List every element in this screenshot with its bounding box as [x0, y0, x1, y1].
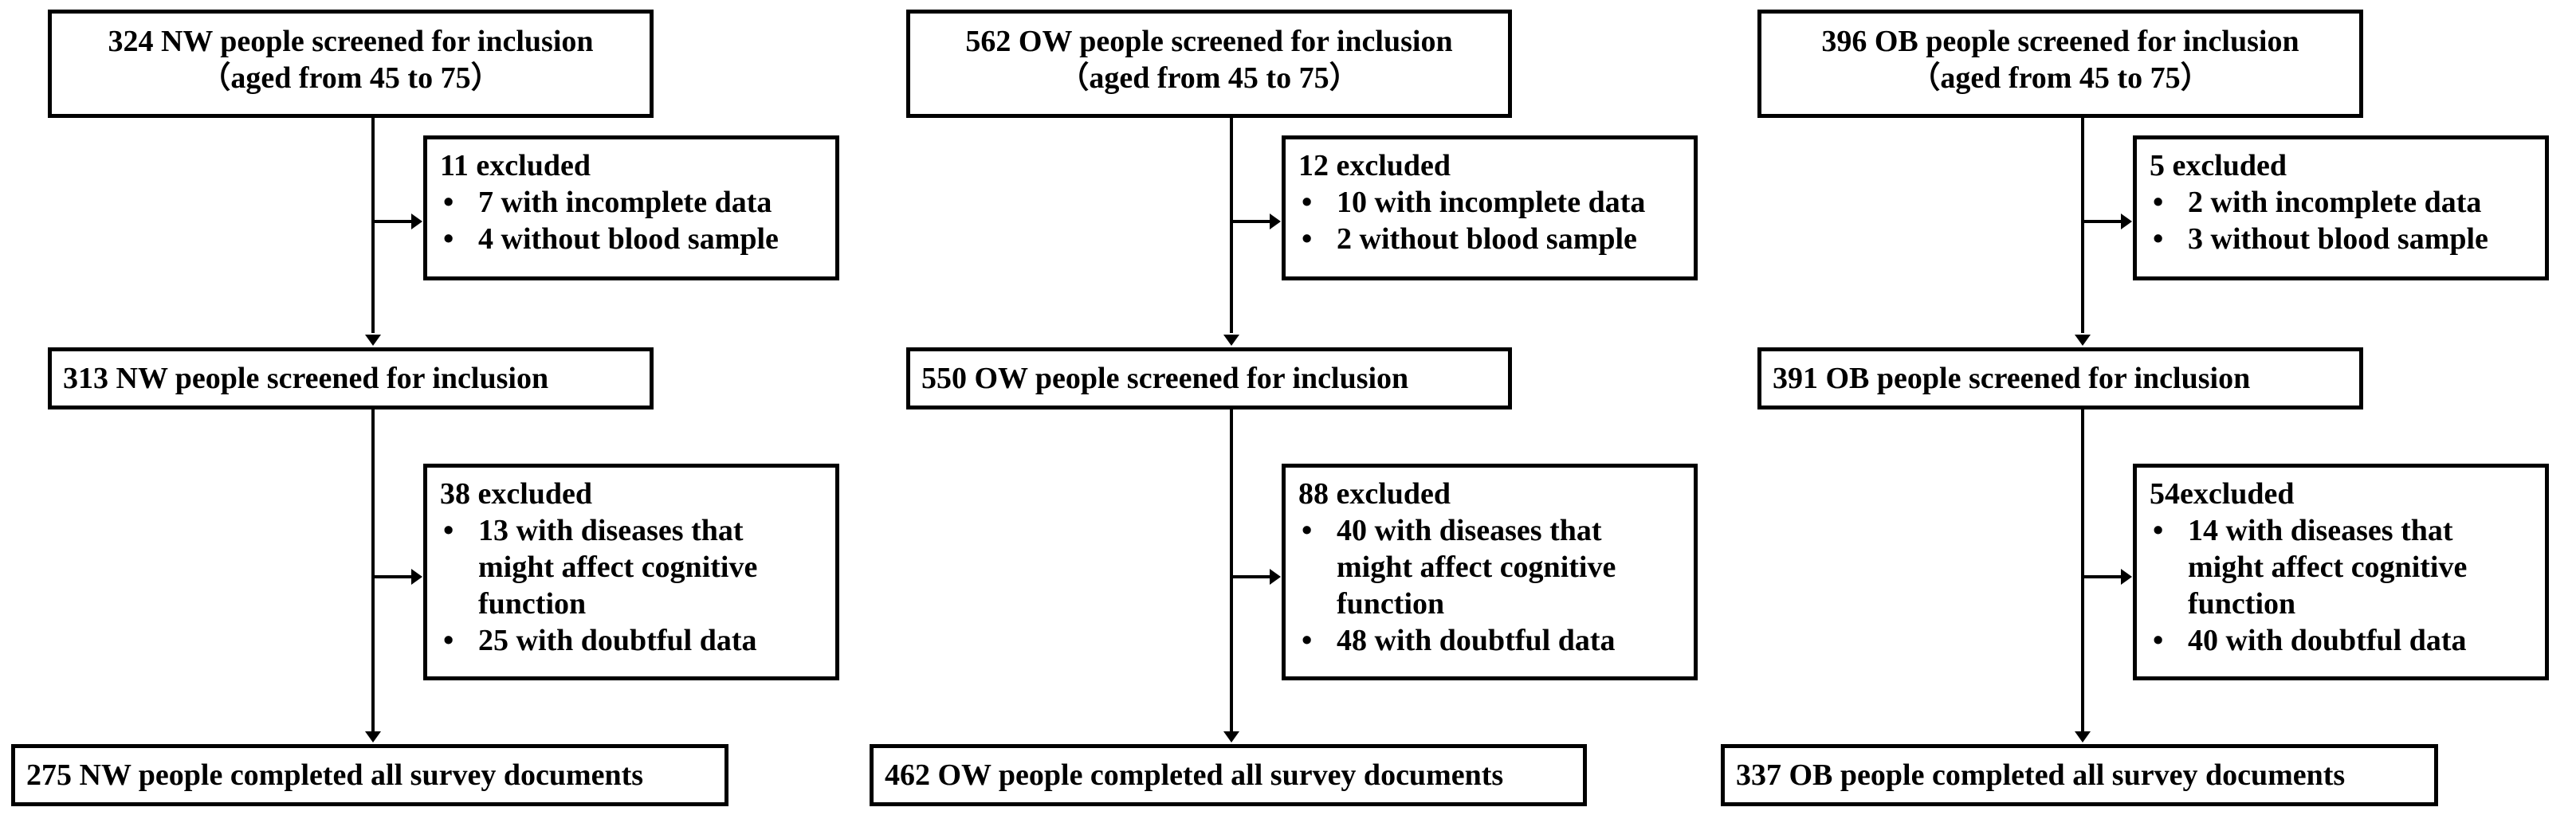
excluded-item-text: 48 with doubtful data — [1337, 624, 1616, 657]
bullet-icon: • — [2153, 186, 2164, 219]
excluded-item: • 4 without blood sample — [440, 221, 826, 257]
excluded-item: • 3 without blood sample — [2150, 221, 2535, 257]
arrow-right-icon — [2121, 214, 2132, 229]
screened-box: 391 OB people screened for inclusion — [1757, 347, 2363, 409]
excluded-item-text: 2 with incomplete data — [2188, 186, 2482, 219]
excluded-item: • 40 with diseases that might affect cog… — [1298, 512, 1684, 622]
excluded-item-text: 40 with diseases that might affect cogni… — [1337, 514, 1616, 621]
arrow-right-icon — [411, 569, 422, 585]
excluded-box-1: 11 excluded • 7 with incomplete data • 4… — [423, 135, 839, 280]
excluded-item-text: 14 with diseases that might affect cogni… — [2188, 514, 2468, 621]
bullet-icon: • — [2153, 624, 2164, 657]
branch-connector — [371, 220, 413, 223]
arrow-down-icon — [1223, 335, 1239, 346]
flowchart-column: 396 OB people screened for inclusion （ag… — [1710, 0, 2568, 815]
flow-connector — [2081, 409, 2084, 731]
completed-text: 275 NW people completed all survey docum… — [26, 758, 644, 792]
start-age-text: （aged from 45 to 75） — [1910, 61, 2211, 95]
completed-box: 275 NW people completed all survey docum… — [11, 744, 728, 806]
flow-connector — [1230, 118, 1233, 333]
excluded-title: 54excluded — [2150, 477, 2295, 511]
completed-box: 462 OW people completed all survey docum… — [870, 744, 1587, 806]
excluded-title: 88 excluded — [1298, 477, 1451, 511]
screened-text: 391 OB people screened for inclusion — [1773, 362, 2251, 395]
screened-text: 550 OW people screened for inclusion — [921, 362, 1409, 395]
arrow-down-icon — [365, 335, 381, 346]
excluded-title: 38 excluded — [440, 477, 593, 511]
arrow-right-icon — [2121, 569, 2132, 585]
completed-box: 337 OB people completed all survey docum… — [1721, 744, 2438, 806]
excluded-title: 12 excluded — [1298, 149, 1451, 182]
excluded-item: • 10 with incomplete data — [1298, 184, 1684, 221]
excluded-item-text: 13 with diseases that might affect cogni… — [478, 514, 758, 621]
bullet-icon: • — [443, 514, 454, 547]
flow-connector — [371, 409, 375, 731]
excluded-title: 11 excluded — [440, 149, 591, 182]
excluded-item: • 13 with diseases that might affect cog… — [440, 512, 826, 622]
flowchart-column: 562 OW people screened for inclusion （ag… — [858, 0, 1717, 815]
start-count-text: 396 OB people screened for inclusion — [1821, 25, 2299, 58]
branch-connector — [2081, 575, 2122, 578]
excluded-item: • 14 with diseases that might affect cog… — [2150, 512, 2535, 622]
branch-connector — [371, 575, 413, 578]
arrow-down-icon — [2075, 335, 2091, 346]
excluded-item-text: 2 without blood sample — [1337, 222, 1637, 256]
start-box: 324 NW people screened for inclusion （ag… — [48, 10, 654, 118]
branch-connector — [2081, 220, 2122, 223]
excluded-item: • 7 with incomplete data — [440, 184, 826, 221]
excluded-item-text: 25 with doubtful data — [478, 624, 757, 657]
flow-connector — [1230, 409, 1233, 731]
branch-connector — [1230, 575, 1271, 578]
start-count-text: 562 OW people screened for inclusion — [965, 25, 1453, 58]
excluded-item: • 48 with doubtful data — [1298, 622, 1684, 659]
screened-box: 313 NW people screened for inclusion — [48, 347, 654, 409]
excluded-box-2: 54excluded • 14 with diseases that might… — [2133, 464, 2549, 680]
start-count-text: 324 NW people screened for inclusion — [108, 25, 594, 58]
bullet-icon: • — [1302, 624, 1313, 657]
branch-connector — [1230, 220, 1271, 223]
bullet-icon: • — [1302, 186, 1313, 219]
excluded-item-text: 3 without blood sample — [2188, 222, 2488, 256]
excluded-box-1: 5 excluded • 2 with incomplete data • 3 … — [2133, 135, 2549, 280]
bullet-icon: • — [1302, 222, 1313, 256]
completed-text: 462 OW people completed all survey docum… — [885, 758, 1504, 792]
bullet-icon: • — [443, 624, 454, 657]
arrow-down-icon — [1223, 731, 1239, 743]
bullet-icon: • — [443, 222, 454, 256]
excluded-item-text: 7 with incomplete data — [478, 186, 772, 219]
excluded-item: • 2 with incomplete data — [2150, 184, 2535, 221]
excluded-item-text: 10 with incomplete data — [1337, 186, 1646, 219]
excluded-box-2: 88 excluded • 40 with diseases that migh… — [1282, 464, 1698, 680]
flow-connector — [2081, 118, 2084, 333]
excluded-box-2: 38 excluded • 13 with diseases that migh… — [423, 464, 839, 680]
bullet-icon: • — [443, 186, 454, 219]
flow-connector — [371, 118, 375, 333]
excluded-item: • 25 with doubtful data — [440, 622, 826, 659]
excluded-item: • 40 with doubtful data — [2150, 622, 2535, 659]
arrow-down-icon — [365, 731, 381, 743]
excluded-box-1: 12 excluded • 10 with incomplete data • … — [1282, 135, 1698, 280]
flowchart-column: 324 NW people screened for inclusion （ag… — [0, 0, 858, 815]
bullet-icon: • — [2153, 222, 2164, 256]
excluded-item-text: 40 with doubtful data — [2188, 624, 2467, 657]
arrow-down-icon — [2075, 731, 2091, 743]
arrow-right-icon — [1270, 214, 1281, 229]
excluded-item-text: 4 without blood sample — [478, 222, 779, 256]
excluded-title: 5 excluded — [2150, 149, 2287, 182]
start-age-text: （aged from 45 to 75） — [200, 61, 501, 95]
arrow-right-icon — [411, 214, 422, 229]
bullet-icon: • — [2153, 514, 2164, 547]
completed-text: 337 OB people completed all survey docum… — [1736, 758, 2346, 792]
start-box: 562 OW people screened for inclusion （ag… — [906, 10, 1512, 118]
screened-box: 550 OW people screened for inclusion — [906, 347, 1512, 409]
excluded-item: • 2 without blood sample — [1298, 221, 1684, 257]
arrow-right-icon — [1270, 569, 1281, 585]
screened-text: 313 NW people screened for inclusion — [63, 362, 549, 395]
start-box: 396 OB people screened for inclusion （ag… — [1757, 10, 2363, 118]
bullet-icon: • — [1302, 514, 1313, 547]
start-age-text: （aged from 45 to 75） — [1058, 61, 1360, 95]
